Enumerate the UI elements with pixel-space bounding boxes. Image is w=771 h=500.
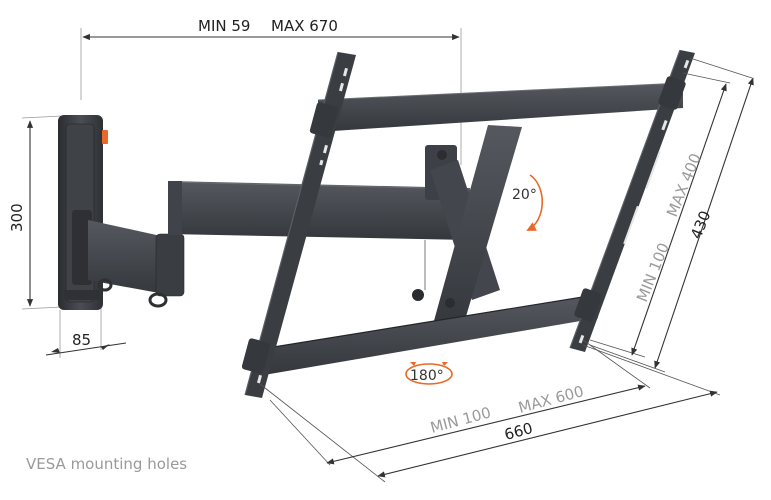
- vesa-vertical-overall-label: 430: [687, 208, 714, 241]
- arm-extension-dimension: MIN 59 MAX 670: [80, 17, 462, 165]
- frame-top-bar: [317, 82, 684, 132]
- caption-vesa-mounting-holes: VESA mounting holes: [26, 455, 188, 473]
- left-vesa-rail: [241, 51, 356, 398]
- frame-bottom-bar: [254, 294, 598, 376]
- vesa-horizontal-max-label: MAX 600: [516, 382, 585, 417]
- swivel-angle-indicator: 180°: [405, 362, 453, 385]
- wall-plate-height-dimension: 300: [8, 115, 63, 310]
- orange-release-tab: [102, 130, 108, 144]
- vesa-horizontal-overall-label: 660: [502, 419, 534, 444]
- wall-plate-height-label: 300: [8, 203, 26, 232]
- tilt-angle-indicator: 20°: [512, 174, 544, 231]
- arm-extension-max-label: MAX 670: [271, 17, 338, 35]
- swivel-angle-label: 180°: [410, 368, 444, 384]
- wall-plate-width-label: 85: [72, 331, 91, 349]
- first-arm-segment: [72, 210, 185, 308]
- tilt-bracket: [412, 125, 522, 330]
- vesa-horizontal-min-label: MIN 100: [428, 403, 493, 436]
- vesa-vertical-min-label: MIN 100: [633, 240, 673, 304]
- arm-extension-min-label: MIN 59: [198, 17, 250, 35]
- tilt-angle-label: 20°: [512, 187, 537, 203]
